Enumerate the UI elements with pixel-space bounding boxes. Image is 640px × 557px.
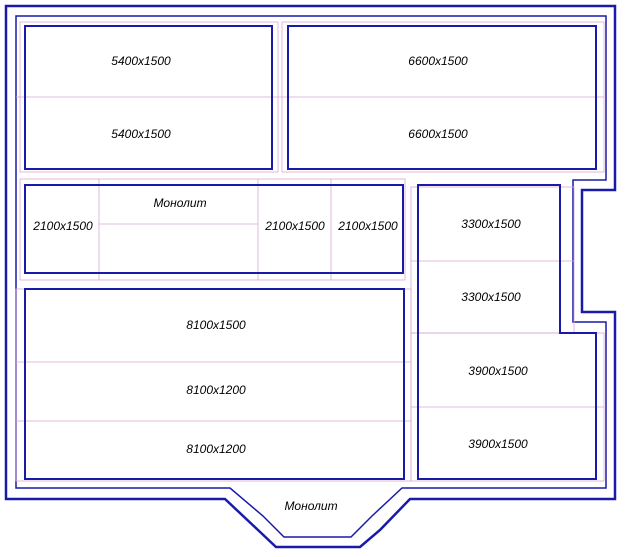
label-big-1: 8100x1500 [186, 318, 246, 332]
slab-mid-band [24, 184, 404, 274]
label-mid-center: 2100x1500 [264, 219, 325, 233]
slab-top-left [24, 25, 273, 170]
label-right-top-2: 3300x1500 [461, 290, 521, 304]
label-big-2: 8100x1200 [186, 383, 246, 397]
outer-wall-contour [4, 4, 617, 549]
label-top-right-1: 6600x1500 [408, 54, 468, 68]
label-mid-left: 2100x1500 [32, 219, 93, 233]
slab-labels: 5400x1500 5400x1500 6600x1500 6600x1500 … [32, 54, 528, 513]
inner-wall-contour [15, 15, 607, 538]
label-mid-monolith: Монолит [153, 196, 206, 210]
label-mid-right: 2100x1500 [337, 219, 398, 233]
slab-big [24, 288, 405, 480]
label-bottom-monolith: Монолит [284, 499, 337, 513]
label-top-left-2: 5400x1500 [111, 127, 171, 141]
label-right-bottom-2: 3900x1500 [468, 437, 528, 451]
slab-top-right [287, 25, 597, 170]
label-top-right-2: 6600x1500 [408, 127, 468, 141]
label-top-left-1: 5400x1500 [111, 54, 171, 68]
label-big-3: 8100x1200 [186, 442, 246, 456]
guide-mid-band [19, 178, 406, 281]
slab-right-block [417, 184, 597, 480]
guide-right-top [410, 186, 575, 334]
slab-outlines [24, 25, 597, 480]
label-right-bottom-1: 3900x1500 [468, 364, 528, 378]
label-right-top-1: 3300x1500 [461, 217, 521, 231]
guide-lines [15, 21, 605, 482]
